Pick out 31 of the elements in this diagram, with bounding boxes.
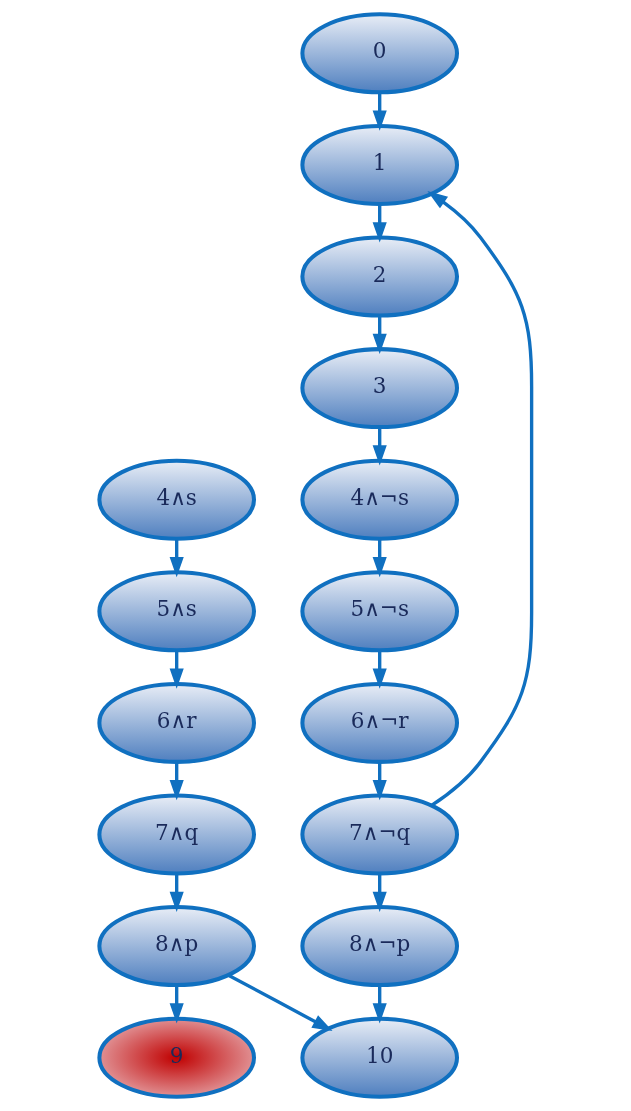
arrow bbox=[169, 539, 184, 578]
arrow bbox=[372, 873, 387, 912]
node-ellipse: 8∧¬p bbox=[300, 905, 459, 988]
node-ellipse: 6∧r bbox=[97, 681, 256, 764]
arrow bbox=[169, 873, 184, 912]
node-ellipse: 5∧¬s bbox=[300, 570, 459, 653]
node-ellipse: 1 bbox=[300, 123, 459, 206]
arrow bbox=[372, 92, 387, 131]
node-ellipse: 9 bbox=[97, 1016, 256, 1099]
node-ellipse: 0 bbox=[300, 12, 459, 95]
arrow bbox=[372, 762, 387, 801]
node-ellipse: 3 bbox=[300, 347, 459, 430]
arrow bbox=[227, 973, 333, 1031]
arrow bbox=[372, 985, 387, 1024]
node-ellipse: 5∧s bbox=[97, 570, 256, 653]
arrow bbox=[169, 762, 184, 801]
arrow bbox=[372, 539, 387, 578]
arrow bbox=[372, 315, 387, 354]
arrow bbox=[372, 427, 387, 466]
arrow bbox=[427, 191, 534, 807]
arrow bbox=[372, 650, 387, 689]
node-ellipse: 4∧s bbox=[97, 458, 256, 541]
node-ellipse: 7∧¬q bbox=[300, 793, 459, 876]
node-ellipse: 2 bbox=[300, 235, 459, 318]
arrow bbox=[372, 204, 387, 243]
node-ellipse: 6∧¬r bbox=[300, 681, 459, 764]
node-ellipse: 4∧¬s bbox=[300, 458, 459, 541]
arrow bbox=[169, 985, 184, 1024]
node-ellipse: 8∧p bbox=[97, 905, 256, 988]
node-ellipse: 7∧q bbox=[97, 793, 256, 876]
arrow bbox=[169, 650, 184, 689]
